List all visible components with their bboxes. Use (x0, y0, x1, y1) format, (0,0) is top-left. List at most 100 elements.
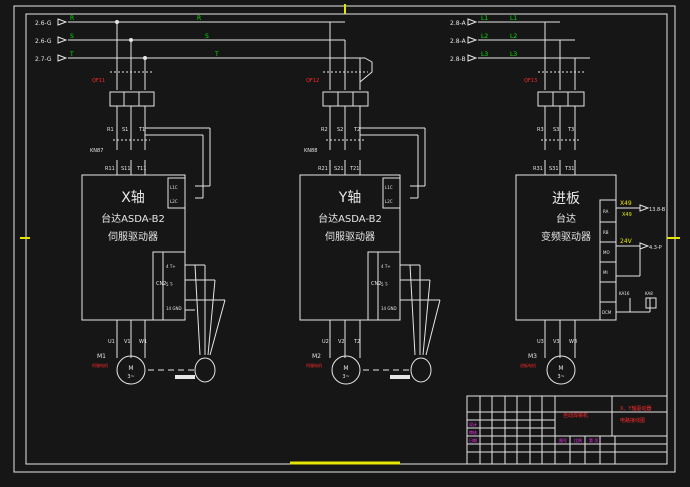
relay-ka16: KA16 (619, 291, 630, 296)
m2-phase: 3~ (342, 374, 349, 380)
tb-cell-2: 审核 (469, 429, 477, 435)
vfd-ra: RA (603, 209, 609, 214)
f-out-w3: W3 (569, 339, 577, 345)
x-cn-pin3: 14 GND (166, 306, 182, 311)
f-out-u3: U3 (537, 339, 544, 345)
tb-cell-4: 图号 (559, 437, 567, 443)
line-label-l2b: L2 (510, 33, 517, 40)
qf11-label: QF11 (92, 78, 105, 84)
breaker-qf11 (109, 71, 211, 199)
y-cn2: CN2 (371, 281, 381, 287)
title-drawing-name2: 电路接线图 (620, 417, 645, 424)
vfd-out2: 24V (620, 238, 633, 245)
input-terminal-r2: 2.8-A (450, 38, 467, 45)
y-l2c: L2C (385, 199, 393, 204)
x-cn-pin1: 4 T+ (166, 264, 176, 269)
x-out-w1: W1 (139, 339, 147, 345)
f-drive-line2: 变频驱动器 (541, 230, 591, 243)
vfd-mo: MO (603, 250, 610, 255)
y-term-t2: T2 (353, 127, 360, 133)
y-drive-line1: 台达ASDA-B2 (318, 212, 382, 225)
m2-name: M2 (312, 353, 321, 360)
input-terminal-3: 2.7-G (35, 56, 52, 63)
line-label-r2: R (197, 15, 201, 22)
y-term-s2: S2 (337, 127, 343, 133)
f-drive-title: 进板 (552, 191, 580, 207)
vfd-rb: RB (603, 230, 609, 235)
m3-sym: M (558, 365, 563, 372)
y-term-r21: R21 (318, 166, 328, 172)
x-term-r11: R11 (105, 166, 115, 172)
breaker-qf12 (322, 57, 426, 199)
f-term-s31: S31 (549, 166, 559, 172)
line-label-s: S (70, 33, 74, 40)
y-term-t21: T21 (349, 166, 359, 172)
y-cn-pin1: 4 T+ (381, 264, 391, 269)
input-terminal-2: 2.6-G (35, 38, 52, 45)
line-label-l1: L1 (481, 15, 488, 22)
tb-cell-5: 比例 (574, 437, 582, 443)
line-label-l3b: L3 (510, 51, 517, 58)
y-term-s21: S21 (334, 166, 344, 172)
input-terminal-1: 2.6-G (35, 20, 52, 27)
m1-tag: 伺服电机 (92, 362, 108, 368)
y-out-v2: V2 (338, 339, 345, 345)
breaker-qf13 (537, 71, 585, 175)
x-drive-line2: 伺服驱动器 (108, 230, 158, 243)
x-term-r1: R1 (107, 127, 114, 133)
y-drive-line2: 伺服驱动器 (325, 230, 375, 243)
kn87-label: KN87 (90, 148, 103, 154)
x-out-v1: V1 (124, 339, 131, 345)
title-block (466, 395, 668, 465)
title-drawing-name: X、Y轴驱动器 (620, 405, 651, 412)
f-term-r31: R31 (533, 166, 543, 172)
vfd-ref2: 4.3-P (649, 245, 662, 251)
x-cn2: CN2 (156, 281, 166, 287)
f-term-t31: T31 (564, 166, 574, 172)
vfd-mi: MI (603, 270, 608, 275)
m1-name: M1 (97, 353, 106, 360)
x-coupling (175, 375, 195, 379)
kn88-label: KN88 (304, 148, 317, 154)
f-term-s3: S3 (553, 127, 559, 133)
line-label-t2: T (214, 51, 219, 58)
tb-cell-6: 第 页 (589, 437, 598, 443)
y-coupling (390, 375, 410, 379)
y-drive-box (299, 174, 441, 385)
vfd-out1b: X49 (622, 212, 632, 218)
y-l1c: L1C (385, 185, 393, 190)
y-cn-pin2: 5 T- (381, 282, 389, 287)
x-drive-line1: 台达ASDA-B2 (101, 212, 165, 225)
y-out-u2: U2 (322, 339, 329, 345)
m1-phase: 3~ (127, 374, 134, 380)
y-drive-title: Y轴 (338, 190, 362, 206)
power-input-right (467, 18, 590, 90)
vfd-out1: X49 (620, 200, 632, 207)
x-drive-title: X轴 (121, 190, 145, 206)
relay-ka8: KA8 (645, 291, 653, 296)
vfd-ref1: 13.8-B (649, 207, 666, 213)
x-l2c: L2C (170, 199, 178, 204)
m2-tag: 伺服电机 (306, 362, 322, 368)
x-term-t11: T11 (136, 166, 146, 172)
m1-sym: M (128, 365, 133, 372)
line-label-l1b: L1 (510, 15, 517, 22)
y-term-r2: R2 (321, 127, 328, 133)
f-drive-line1: 台达 (556, 212, 576, 225)
y-out-t2: T2 (353, 339, 360, 345)
line-label-r: R (70, 15, 74, 22)
x-term-s1: S1 (122, 127, 128, 133)
m3-tag: 进板电机 (520, 362, 536, 368)
m3-phase: 3~ (557, 374, 564, 380)
line-label-t: T (69, 51, 74, 58)
x-l1c: L1C (170, 185, 178, 190)
input-terminal-r3: 2.8-B (450, 56, 466, 63)
line-label-l2: L2 (481, 33, 488, 40)
vfd-dcm: DCM (602, 310, 612, 315)
x-out-u1: U1 (108, 339, 115, 345)
x-term-t1: T1 (138, 127, 145, 133)
x-drive-box (81, 174, 226, 385)
qf13-label: QF13 (524, 78, 537, 84)
